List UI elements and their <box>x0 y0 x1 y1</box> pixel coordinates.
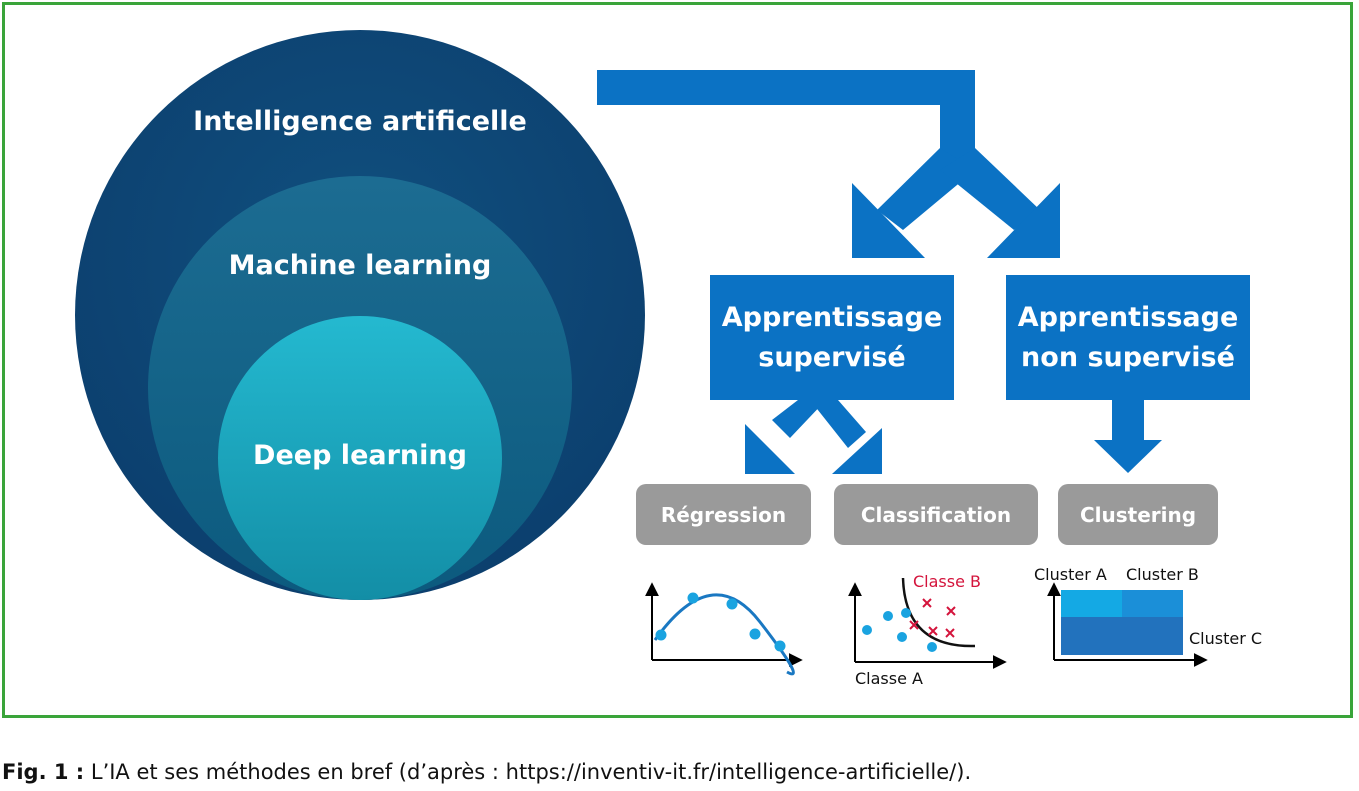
figure-frame <box>2 2 1353 718</box>
caption-label: Fig. 1 : <box>2 760 85 784</box>
cluster-c-block <box>1061 617 1183 655</box>
unsupervised-line-2: non supervisé <box>1021 341 1235 373</box>
arrow-unsupervised <box>1094 400 1162 473</box>
supervised-box: Apprentissage supervisé <box>710 275 954 400</box>
split-arrow-top <box>597 70 1060 258</box>
unsupervised-box: Apprentissage non supervisé <box>1006 275 1250 400</box>
dl-label: Deep learning <box>253 440 467 471</box>
ml-label: Machine learning <box>228 250 492 281</box>
clustering-chart <box>1047 582 1208 667</box>
cluster-b-label: Cluster B <box>1126 565 1199 584</box>
clustering-pill: Clustering <box>1058 484 1218 545</box>
split-arrow-supervised <box>745 400 882 474</box>
classe-a-label: Classe A <box>855 669 923 688</box>
classification-pill: Classification <box>834 484 1038 545</box>
dl-circle <box>218 316 502 600</box>
figure-caption: Fig. 1 : L’IA et ses méthodes en bref (d… <box>2 760 971 784</box>
cluster-c-label: Cluster C <box>1189 629 1263 648</box>
classe-b-label: Classe B <box>913 572 981 591</box>
regression-chart <box>645 582 803 676</box>
caption-text: L’IA et ses méthodes en bref (d’après : … <box>84 760 972 784</box>
ai-label: Intelligence artificelle <box>193 106 527 137</box>
supervised-line-1: Apprentissage <box>721 301 943 333</box>
cluster-b-block <box>1122 590 1183 617</box>
unsupervised-line-1: Apprentissage <box>1017 301 1239 333</box>
cluster-a-block <box>1061 590 1122 617</box>
cluster-a-label: Cluster A <box>1034 565 1107 584</box>
supervised-line-2: supervisé <box>758 341 906 373</box>
classification-chart <box>848 577 1007 669</box>
regression-pill: Régression <box>636 484 811 545</box>
